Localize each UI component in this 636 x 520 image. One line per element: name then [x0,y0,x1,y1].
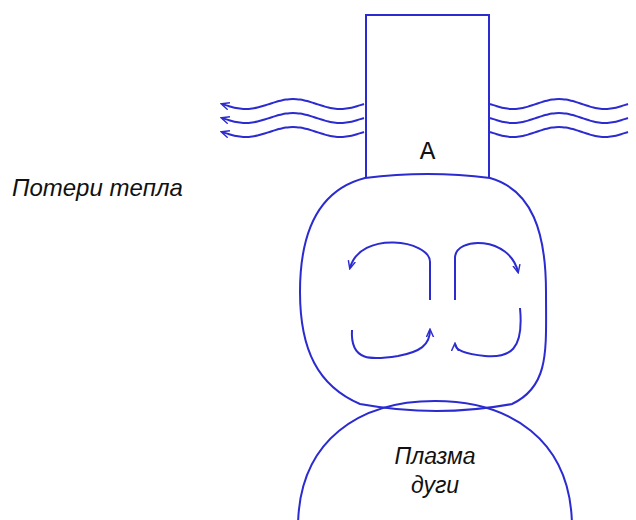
circulation-arrows [350,242,521,358]
region-label: Плазма дуги [385,442,485,500]
electrode-rod: A [365,14,490,178]
heat-wave [222,99,364,109]
heat-wave [490,127,628,137]
plasma-outline-path [298,401,572,520]
heat-loss-label: Потери тепла [12,174,183,202]
heat-wave [222,113,364,123]
arc-plasma: Плазма дуги [292,398,578,520]
heat-wave [222,127,364,137]
droplet-outline [300,174,546,411]
heat-wave [490,99,628,109]
heat-wave [490,113,628,123]
heat-loss-waves [222,99,628,137]
part-letter: A [420,136,436,169]
